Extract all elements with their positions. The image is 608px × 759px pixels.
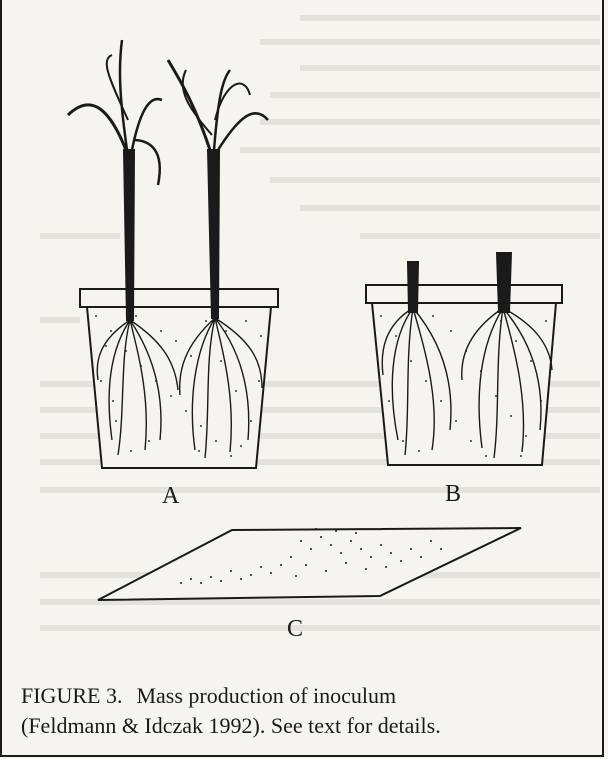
pot-b-label: B — [445, 481, 461, 507]
pot-b — [366, 253, 562, 465]
figure-caption: FIGURE 3. Mass production of inoculum (Fe… — [21, 681, 591, 741]
caption-line-1: FIGURE 3. Mass production of inoculum — [21, 681, 591, 711]
caption-text-1: Mass production of inoculum — [136, 683, 396, 708]
pot-a — [68, 40, 278, 468]
tray-c-label: C — [287, 616, 303, 642]
pot-a-label: A — [162, 483, 180, 509]
figure-number: FIGURE 3. — [21, 683, 122, 708]
tray-c — [98, 528, 521, 600]
caption-line-2: (Feldmann & Idczak 1992). See text for d… — [21, 711, 591, 741]
